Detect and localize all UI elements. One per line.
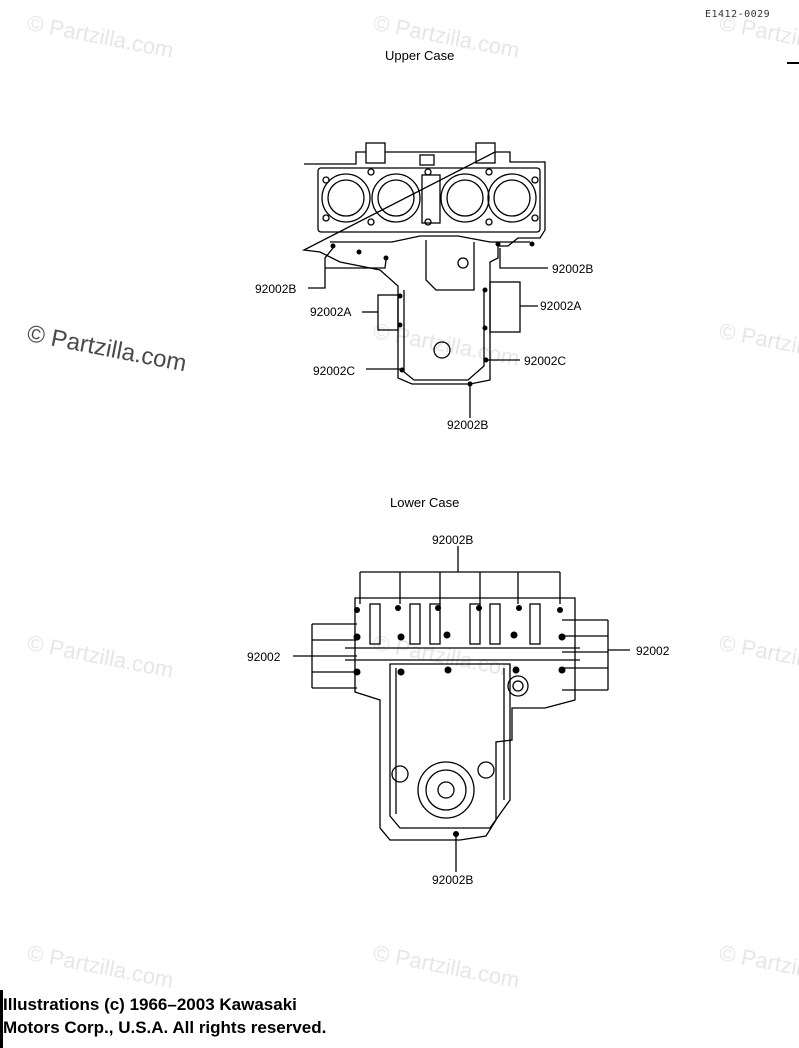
upper-case-title: Upper Case (385, 48, 455, 63)
copyright-line-2: Motors Corp., U.S.A. All rights reserved… (3, 1018, 327, 1037)
callout-label: 92002B (255, 282, 297, 296)
figure-code: E1412-0029 (705, 9, 771, 20)
callout-label: 92002C (313, 364, 356, 378)
callout-label: 92002 (247, 650, 281, 664)
callout-label: 92002C (524, 354, 567, 368)
callout-label: 92002A (310, 305, 352, 319)
callout-label: 92002 (636, 644, 670, 658)
edge-mark (787, 62, 799, 64)
callout-label: 92002B (432, 873, 474, 887)
copyright-line-1: Illustrations (c) 1966–2003 Kawasaki (3, 995, 297, 1014)
lower-case-drawing (293, 546, 630, 872)
upper-case-drawing (301, 142, 548, 418)
lower-case-title: Lower Case (390, 495, 460, 510)
callout-label: 92002A (540, 299, 582, 313)
footer-bar (0, 990, 3, 1048)
callout-label: 92002B (552, 262, 594, 276)
callout-label: 92002B (432, 533, 474, 547)
callout-label: 92002B (447, 418, 489, 432)
